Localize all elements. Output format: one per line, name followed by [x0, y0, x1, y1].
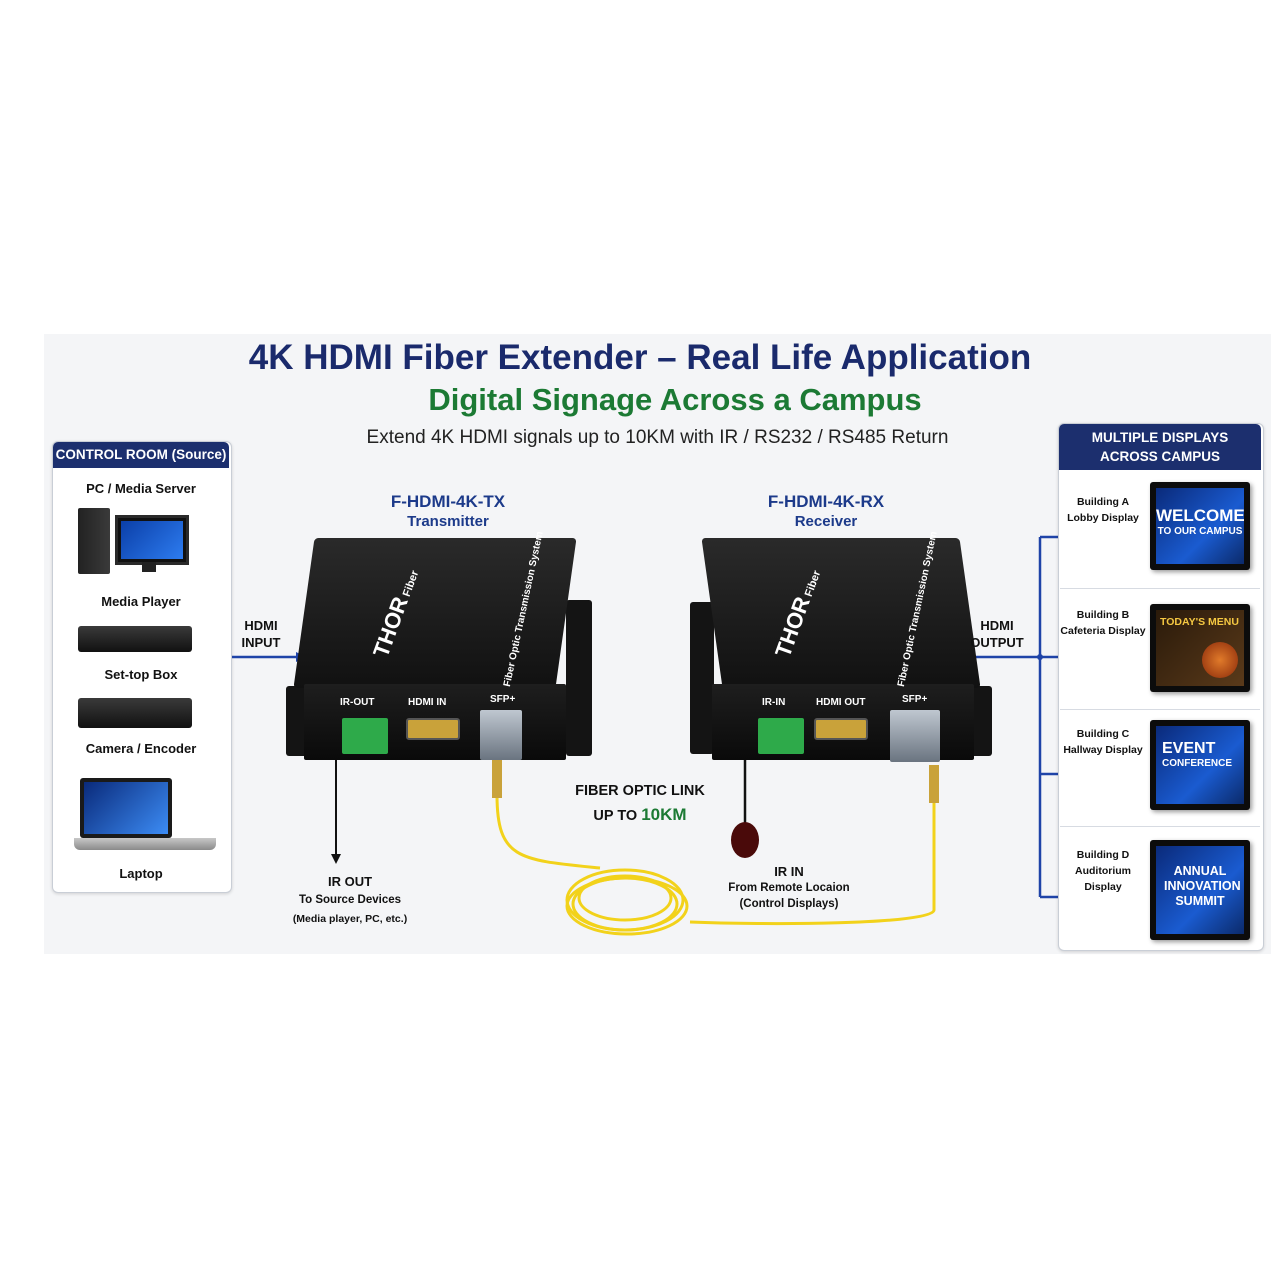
fiber-cable	[495, 794, 936, 936]
tx-sfp-module	[480, 710, 522, 760]
transmitter-model: F-HDMI-4K-TX	[390, 492, 506, 511]
ir-receiver-icon	[731, 822, 759, 858]
rx-sfp-module	[890, 710, 940, 762]
transmitter-role: Transmitter	[407, 513, 489, 530]
tx-sfp-port-label: SFP+	[490, 694, 516, 705]
laptop-icon	[80, 778, 172, 838]
building-c-screen: EVENT CONFERENCE	[1150, 720, 1250, 810]
rx-ir-in-port-label: IR-IN	[762, 697, 786, 708]
monitor-stand	[142, 562, 156, 572]
tx-ir-out-port-label: IR-OUT	[340, 697, 375, 708]
rx-sfp-port-label: SFP+	[902, 694, 928, 705]
page-subtitle: Digital Signage Across a Campus	[428, 382, 922, 417]
monitor-icon	[115, 515, 189, 565]
tx-hdmi-in-port-label: HDMI IN	[408, 697, 447, 708]
row-divider	[1060, 709, 1260, 710]
ir-in-label: IR IN From Remote Locaion (Control Displ…	[728, 864, 850, 910]
row-divider	[1060, 826, 1260, 827]
receiver-role: Receiver	[794, 513, 858, 530]
tx-hdmi-port	[406, 718, 460, 740]
row-divider	[1060, 588, 1260, 589]
source-item-pc: PC / Media Server	[86, 481, 196, 496]
source-item-laptop: Laptop	[119, 866, 163, 881]
source-item-media-player: Media Player	[101, 594, 181, 609]
source-item-camera-encoder: Camera / Encoder	[85, 741, 197, 756]
rx-hdmi-out-port-label: HDMI OUT	[816, 697, 866, 708]
page-tagline: Extend 4K HDMI signals up to 10KM with I…	[366, 427, 949, 448]
tx-ir-terminal	[342, 718, 388, 754]
transmitter-mount-right	[566, 600, 592, 756]
building-b-screen: TODAY'S MENU	[1150, 604, 1250, 692]
receiver-mount-left	[690, 602, 714, 754]
rx-ir-terminal	[758, 718, 804, 754]
laptop-base	[74, 838, 216, 850]
source-panel-heading: CONTROL ROOM (Source)	[53, 442, 229, 468]
food-image-icon	[1202, 642, 1238, 678]
receiver-model: F-HDMI-4K-RX	[767, 492, 885, 511]
rx-fiber-connector	[929, 765, 939, 803]
rx-hdmi-port	[814, 718, 868, 740]
ir-out-label: IR OUT To Source Devices (Media player, …	[292, 874, 408, 925]
settop-box-icon	[78, 698, 192, 728]
page-title: 4K HDMI Fiber Extender – Real Life Appli…	[248, 338, 1032, 377]
building-d-screen: ANNUAL INNOVATION SUMMIT	[1150, 840, 1250, 940]
source-item-settop-box: Set-top Box	[104, 667, 178, 682]
media-player-icon	[78, 626, 192, 652]
receiver-top	[701, 538, 981, 688]
building-a-screen: WELCOME TO OUR CAMPUS	[1150, 482, 1250, 570]
pc-tower-icon	[78, 508, 110, 574]
fiber-link-label: FIBER OPTIC LINK UP TO 10KM	[575, 783, 705, 824]
tx-fiber-connector	[492, 760, 502, 798]
